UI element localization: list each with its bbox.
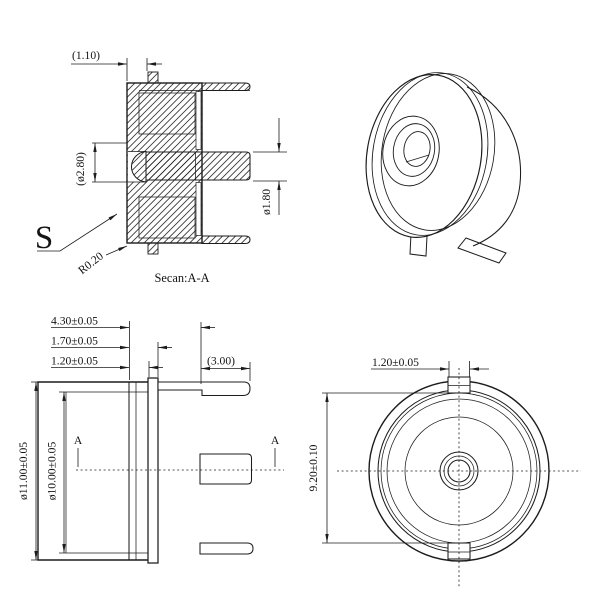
front-view: 1.20±0.05 9.20±0.10 (307, 356, 581, 587)
side-top-prong (157, 381, 251, 397)
zone-label-s: S (35, 220, 53, 256)
side-bottom-prong (199, 542, 254, 555)
section-top-tab (147, 71, 159, 84)
dim-label-2-80: (ø2.80) (74, 152, 87, 186)
side-view: A A 4.30±0.05 1.70±0.05 1.20±0.05 (3.00)… (17, 315, 284, 564)
section-top-prong (201, 82, 251, 92)
cut-label-a-right: A (271, 434, 280, 447)
iso-view (365, 72, 522, 264)
section-pin (145, 151, 251, 181)
iso-center-hole (382, 115, 440, 187)
dim-label-4-30: 4.30±0.05 (51, 315, 98, 328)
dim-label-1-10: (1.10) (72, 49, 100, 62)
dim-label-front-1-20: 1.20±0.05 (372, 356, 419, 369)
dim-label-3-00: (3.00) (207, 355, 235, 368)
dim-label-1-20: 1.20±0.05 (51, 355, 98, 368)
section-dome (131, 150, 147, 183)
section-view: (1.10) (ø2.80) ø1.80 S R0.20 Secan:A-A (35, 49, 287, 285)
section-caption: Secan:A-A (154, 271, 209, 285)
dim-label-r0-20: R0.20 (76, 249, 106, 277)
dim-label-dia-10: ø10.00±0.05 (46, 442, 59, 501)
dim-label-1-70: 1.70±0.05 (51, 335, 98, 348)
dim-label-dia-11: ø11.00±0.05 (17, 442, 30, 500)
front-top-tab (447, 376, 471, 394)
section-bottom-tab (147, 242, 159, 255)
side-body-outline (37, 381, 148, 561)
dim-label-1-80: ø1.80 (260, 189, 273, 215)
section-bottom-prong (201, 235, 251, 245)
cut-label-a-left: A (74, 434, 83, 447)
side-flange (147, 377, 159, 564)
iso-front-face (365, 74, 483, 238)
dim-label-9-20: 9.20±0.10 (307, 444, 320, 491)
side-pin (199, 453, 253, 485)
